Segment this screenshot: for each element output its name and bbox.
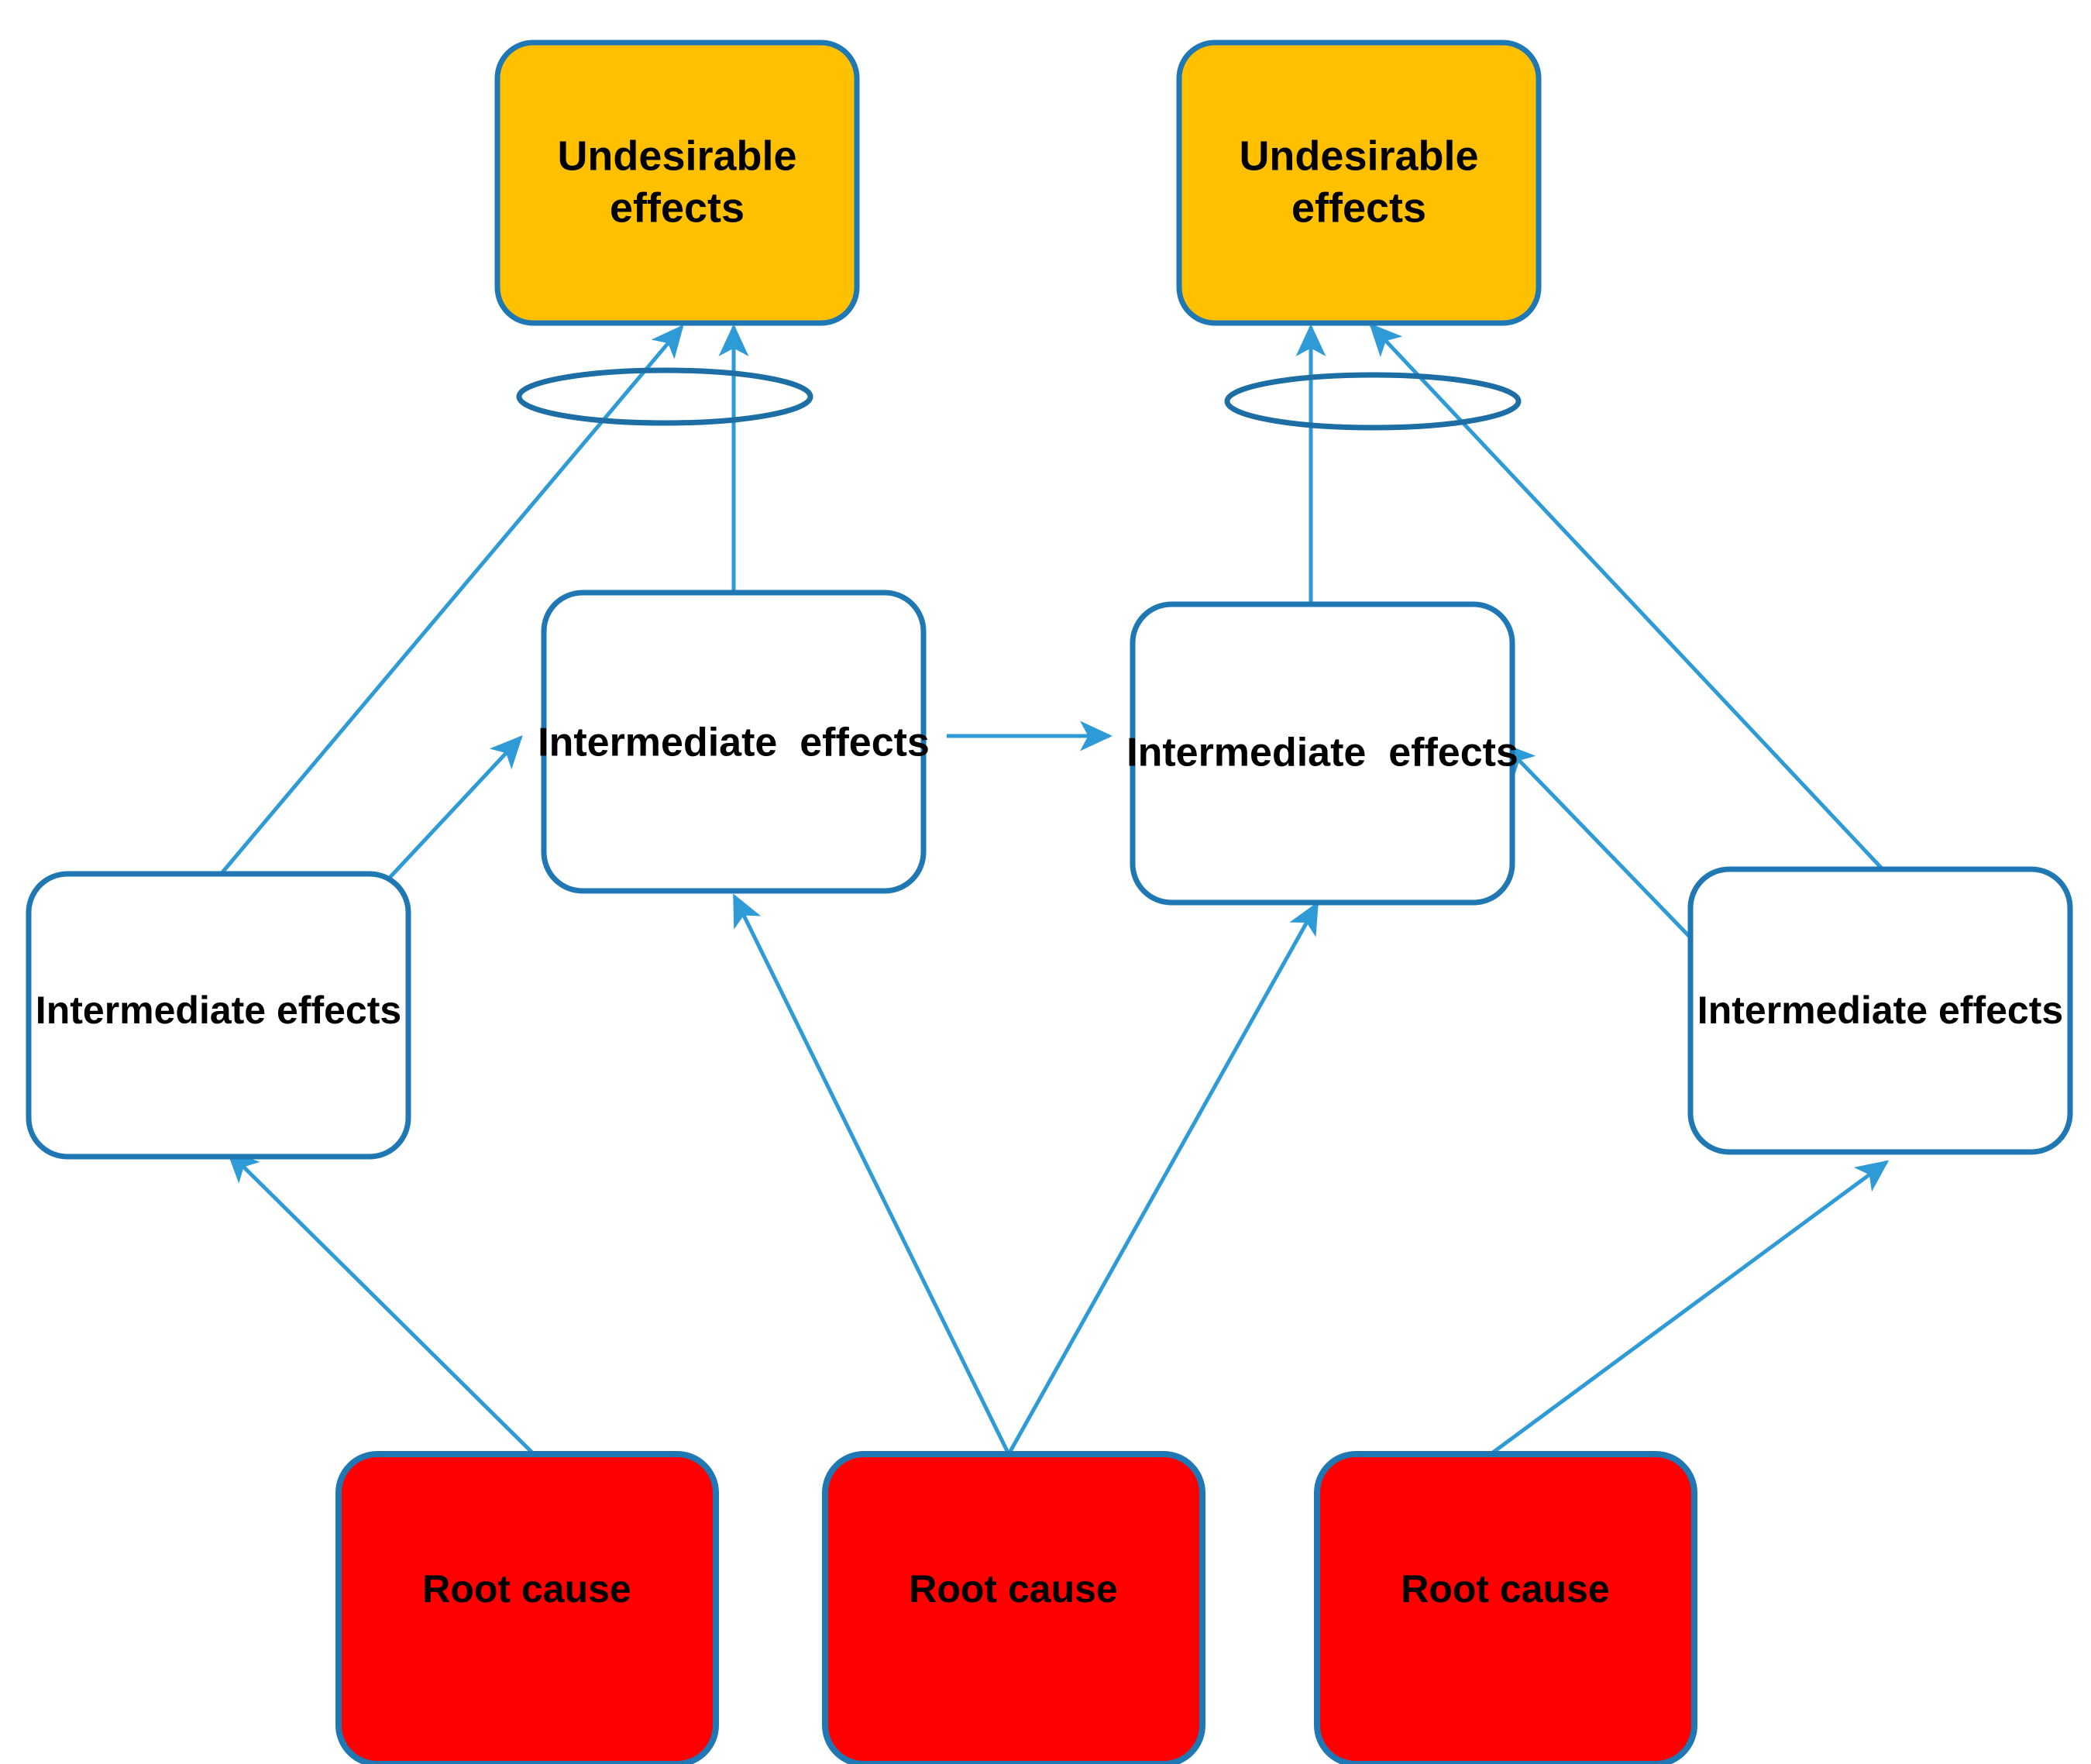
intermediate-far-right-label: Intermediate effects xyxy=(1697,989,2063,1032)
connector-root-cause-3-to-far-right xyxy=(1486,1160,1890,1459)
intermediate-far-left-label: Intermediate effects xyxy=(36,989,401,1032)
node-root-cause-3[interactable]: Root cause xyxy=(1314,1451,1697,1764)
root-cause-3-label: Root cause xyxy=(1401,1567,1610,1611)
root-cause-2-shape[interactable] xyxy=(822,1451,1205,1764)
undesirable-effects-left-label-line2: effects xyxy=(610,184,745,231)
intermediate-far-left-shape[interactable] xyxy=(26,871,411,1160)
node-root-cause-2[interactable]: Root cause xyxy=(822,1451,1205,1764)
intermediate-center-left-label: Intermediate effects xyxy=(538,720,930,765)
root-cause-1-label: Root cause xyxy=(422,1567,631,1611)
and-connector-layer xyxy=(516,367,1522,431)
intermediate-center-right-label: Intermediate effects xyxy=(1126,731,1518,775)
intermediate-center-left-shape[interactable] xyxy=(541,590,927,894)
and-ellipse-right xyxy=(1224,372,1522,431)
intermediate-center-right-shape[interactable] xyxy=(1130,601,1515,906)
node-undesirable-effects-left[interactable]: Undesirable effects xyxy=(494,40,860,326)
root-cause-2-label: Root cause xyxy=(909,1567,1118,1611)
node-intermediate-center-right[interactable]: Intermediate effects xyxy=(1126,601,1518,906)
root-cause-1-shape[interactable] xyxy=(335,1451,719,1764)
undesirable-effects-right-shape[interactable] xyxy=(1176,40,1542,326)
connector-layer xyxy=(217,323,1890,1459)
connector-root-cause-2-to-center-right xyxy=(1006,901,1319,1456)
node-undesirable-effects-right[interactable]: Undesirable effects xyxy=(1176,40,1542,326)
node-root-cause-1[interactable]: Root cause xyxy=(335,1451,719,1764)
intermediate-far-right-shape[interactable] xyxy=(1687,866,2073,1155)
root-cause-3-shape[interactable] xyxy=(1314,1451,1697,1764)
connector-far-right-to-undesirable-right xyxy=(1369,323,1884,871)
and-ellipse-left xyxy=(516,367,813,426)
undesirable-effects-left-shape[interactable] xyxy=(494,40,860,326)
undesirable-effects-left-label-line1: Undesirable xyxy=(557,132,796,179)
connector-root-cause-1-to-far-left xyxy=(226,1150,536,1456)
connector-root-cause-2-to-center-left xyxy=(732,893,1011,1456)
node-intermediate-far-left[interactable]: Intermediate effects xyxy=(26,871,411,1160)
node-intermediate-center-left[interactable]: Intermediate effects xyxy=(538,590,930,894)
node-intermediate-far-right[interactable]: Intermediate effects xyxy=(1687,866,2073,1155)
undesirable-effects-right-label-line1: Undesirable xyxy=(1239,132,1478,179)
undesirable-effects-right-label-line2: effects xyxy=(1291,184,1426,231)
